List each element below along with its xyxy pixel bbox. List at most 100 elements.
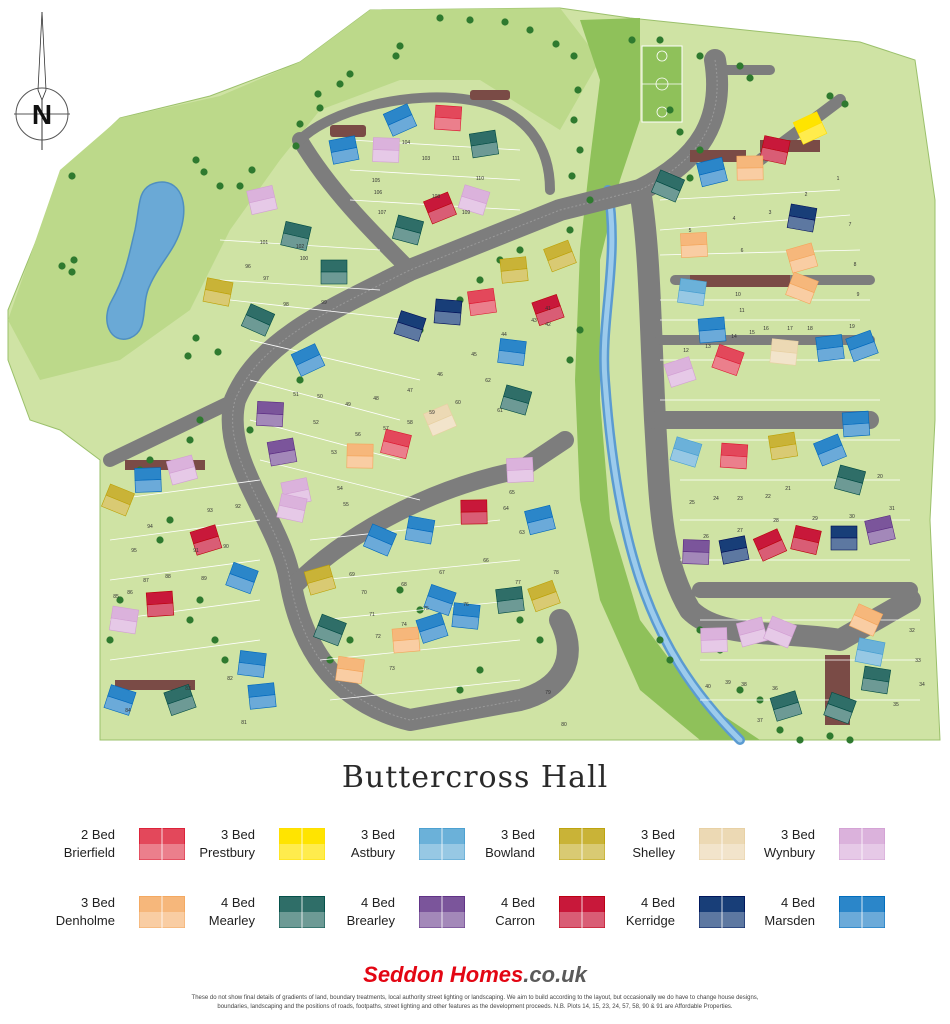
plot-number: 79: [545, 690, 551, 696]
legend-bedrooms: 4 Bed: [501, 895, 535, 910]
plot-number: 102: [296, 244, 305, 250]
legend-house-type: Denholme: [55, 913, 115, 928]
plot-number: 10: [735, 292, 741, 298]
plot-number: 32: [909, 628, 915, 634]
tree-icon: [826, 732, 834, 740]
tree-icon: [316, 104, 324, 112]
plot-number: 6: [741, 248, 744, 254]
house-astbury: [854, 637, 886, 667]
house-wynbury: [246, 185, 278, 215]
house-mearley: [823, 691, 857, 725]
legend-bedrooms: 4 Bed: [221, 895, 255, 910]
plot-boundary-line: [319, 559, 521, 581]
house-brearley: [256, 401, 284, 427]
tree-icon: [536, 636, 544, 644]
tree-icon: [216, 182, 224, 190]
house-brearley: [682, 539, 710, 565]
plot-number: 88: [165, 574, 171, 580]
house-brearley: [864, 515, 896, 545]
house-brierfield: [467, 287, 497, 317]
tree-icon: [796, 736, 804, 744]
house-carron: [423, 191, 457, 225]
tree-icon: [501, 18, 509, 26]
brierfield-swatch-icon: [139, 828, 185, 860]
denholme-swatch-icon: [139, 896, 185, 928]
tree-icon: [156, 536, 164, 544]
plot-number: 52: [313, 420, 319, 426]
tree-icon: [736, 686, 744, 694]
house-denholme: [335, 655, 365, 685]
tree-icon: [570, 116, 578, 124]
plot-number: 100: [300, 256, 309, 262]
plot-boundary-line: [229, 299, 411, 321]
plot-number: 28: [773, 518, 779, 524]
plot-number: 63: [519, 530, 525, 536]
tree-icon: [246, 426, 254, 434]
plot-number: 49: [345, 402, 351, 408]
tree-icon: [326, 656, 334, 664]
tree-icon: [186, 616, 194, 624]
plot-number: 101: [260, 240, 269, 246]
house-astbury: [669, 436, 703, 468]
brand-logo: Seddon Homes.co.uk: [0, 962, 950, 988]
house-wynbury: [276, 493, 308, 523]
legend-house-type: Kerridge: [625, 913, 675, 928]
house-denholme: [680, 232, 708, 258]
tree-icon: [516, 246, 524, 254]
house-brierfield: [719, 442, 749, 470]
compass-north-letter: N: [32, 99, 52, 130]
house-marsden: [134, 467, 162, 493]
tree-icon: [456, 686, 464, 694]
house-marsden: [841, 410, 871, 438]
house-mearley: [468, 129, 500, 159]
plot-number: 97: [263, 276, 269, 282]
tree-icon: [68, 172, 76, 180]
house-mearley: [320, 259, 348, 285]
house-brierfield: [433, 104, 463, 132]
tree-icon: [686, 174, 694, 182]
house-brierfield: [380, 428, 412, 460]
house-wynbury: [457, 184, 491, 216]
plot-number: 71: [369, 612, 375, 618]
house-mearley: [313, 613, 347, 647]
legend-bedrooms: 3 Bed: [501, 827, 535, 842]
plot-number: 17: [787, 326, 793, 332]
plot-number: 38: [741, 682, 747, 688]
legend-house-type: Astbury: [350, 845, 395, 860]
legend-bedrooms: 4 Bed: [641, 895, 675, 910]
legend-bedrooms: 3 Bed: [81, 895, 115, 910]
legend-house-type: Marsden: [764, 913, 815, 928]
house-marsden: [524, 504, 556, 536]
house-shelley: [422, 403, 458, 437]
plot-number: 82: [227, 676, 233, 682]
tree-icon: [214, 348, 222, 356]
plot-number: 21: [785, 486, 791, 492]
plot-number: 108: [432, 194, 441, 200]
plot-number: 59: [429, 410, 435, 416]
plot-number: 66: [483, 558, 489, 564]
house-wynbury: [700, 627, 728, 653]
house-bowland: [303, 564, 337, 596]
legend-bedrooms: 4 Bed: [781, 895, 815, 910]
plot-number: 34: [919, 682, 925, 688]
plot-number: 60: [455, 400, 461, 406]
plot-number: 15: [749, 330, 755, 336]
plot-number: 51: [293, 392, 299, 398]
plot-number: 53: [331, 450, 337, 456]
tree-icon: [566, 356, 574, 364]
tree-icon: [566, 226, 574, 234]
house-marsden: [225, 561, 259, 595]
plot-number: 65: [509, 490, 515, 496]
plot-number: 81: [241, 720, 247, 726]
plot-number: 55: [343, 502, 349, 508]
plot-number: 25: [689, 500, 695, 506]
tree-icon: [576, 146, 584, 154]
tree-icon: [70, 256, 78, 264]
